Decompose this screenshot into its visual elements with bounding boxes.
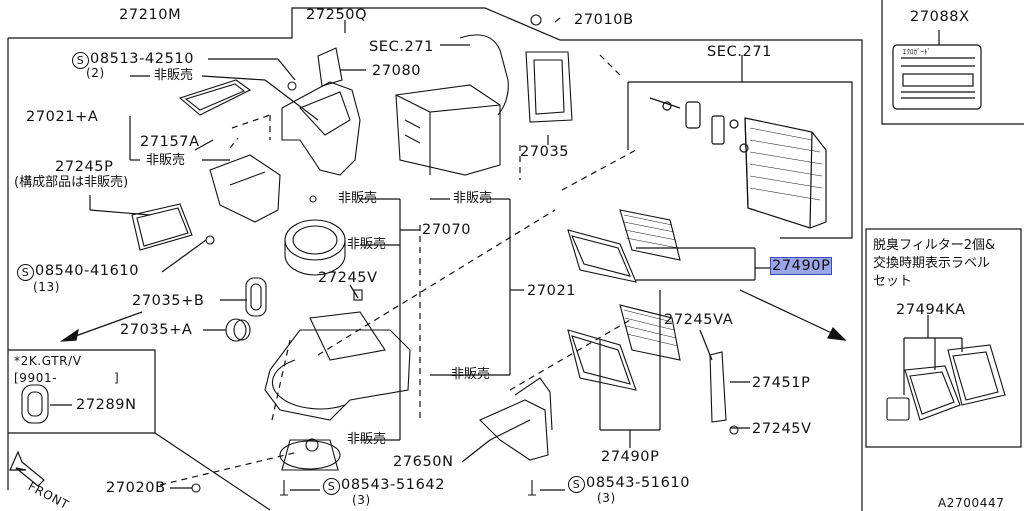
part-number-27490P-bottom[interactable]: 27490P [601,449,660,465]
section-reference-271-b[interactable]: SEC.271 [707,44,772,60]
part-number-27021[interactable]: 27021 [527,283,577,299]
quantity-13: (13) [33,280,61,294]
part-number-27490P-highlighted[interactable]: 27490P [769,257,833,275]
quantity-3-a: (3) [352,493,371,507]
highlight-marker: 27490P [769,257,833,275]
s-mark-icon: S [17,264,34,281]
not-sold-label-4: 非販売 [453,191,493,206]
part-number-27010B[interactable]: 27010B [574,12,634,28]
not-sold-label-1: 非販売 [154,68,194,83]
section-reference-271-a[interactable]: SEC.271 [369,39,434,55]
label-sticker-text: ｴｸﾛｶﾞｰﾄﾞ [903,48,931,56]
not-sold-label-5: 非販売 [347,237,387,252]
s-mark-icon: S [568,476,585,493]
s-mark-icon: S [72,52,89,69]
component-note: (構成部品は非販売) [14,175,129,190]
part-number-27245V-bottom[interactable]: 27245V [752,421,812,437]
part-number-27020B[interactable]: 27020B [106,480,166,496]
variant-note-line-2-start: [9901- [14,371,58,385]
part-number-27157A[interactable]: 27157A [140,134,200,150]
part-number-27210M[interactable]: 27210M [119,7,182,23]
part-number-27245P[interactable]: 27245P [55,159,114,175]
part-number-27080[interactable]: 27080 [372,63,422,79]
bolt-08543-51610-label: 08543-51610 [586,475,691,491]
part-number-27035-a[interactable]: 27035+A [120,322,193,338]
not-sold-label-7: 非販売 [347,432,387,447]
variant-note-line-1: *2K.GTR/V [14,354,82,368]
part-number-27451P[interactable]: 27451P [752,375,811,391]
not-sold-label-6: 非販売 [451,367,491,382]
diagram-code: A2700447 [938,496,1005,510]
part-number-27021-a[interactable]: 27021+A [26,109,99,125]
filter-note-line-1: 脱臭フィルター2個& [873,238,996,253]
part-number-27494KA[interactable]: 27494KA [896,302,966,318]
bolt-08513-label: 08513-42510 [90,51,195,67]
not-sold-label-2: 非販売 [146,153,186,168]
filter-note-line-2: 交換時期表示ラベル [873,256,991,271]
quantity-3-b: (3) [597,491,616,505]
part-number-27250Q[interactable]: 27250Q [306,7,368,23]
part-number-27245V-top[interactable]: 27245V [318,270,378,286]
part-number-27035-b[interactable]: 27035+B [132,293,205,309]
part-number-27245VA[interactable]: 27245VA [664,312,734,328]
part-number-27289N[interactable]: 27289N [76,397,137,413]
quantity-2: (2) [86,66,105,80]
part-number-27650N[interactable]: 27650N [393,454,454,470]
s-mark-icon: S [323,478,340,495]
bolt-08543-51642-label: 08543-51642 [341,477,446,493]
part-number-27070[interactable]: 27070 [422,222,472,238]
filter-note-line-3: セット [873,274,913,289]
part-number-27035[interactable]: 27035 [520,144,570,160]
variant-note-line-2-end: ] [114,371,120,385]
not-sold-label-3: 非販売 [338,191,378,206]
bolt-08540-label: 08540-41610 [35,263,140,279]
part-number-27088X[interactable]: 27088X [910,9,970,25]
